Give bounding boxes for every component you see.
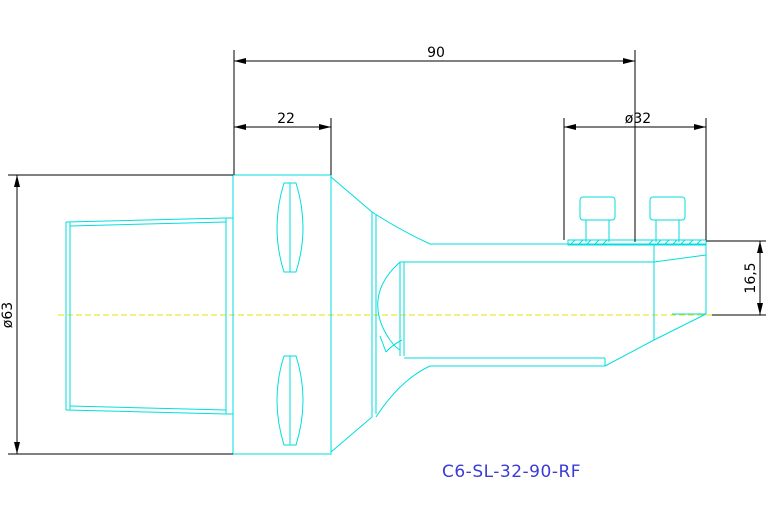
dim-shank-diameter: ø63 (0, 174, 233, 455)
flange (232, 174, 332, 455)
clamp-screws (567, 196, 707, 246)
dim-offset: 16,5 (706, 240, 766, 316)
dim-label-overall-length: 90 (427, 45, 445, 61)
dim-label-shank-diameter: ø63 (0, 302, 16, 328)
dim-clamp-diameter: ø32 (563, 111, 707, 240)
tool-body (330, 176, 707, 453)
part-code-label: C6-SL-32-90-RF (442, 462, 581, 482)
dim-overall-length: 90 (233, 45, 636, 242)
dim-label-clamp-diameter: ø32 (625, 111, 651, 127)
dim-label-offset: 16,5 (743, 262, 759, 293)
dim-flange-width: 22 (234, 111, 332, 175)
taper-shank (65, 217, 233, 415)
dim-label-flange-width: 22 (277, 111, 295, 127)
